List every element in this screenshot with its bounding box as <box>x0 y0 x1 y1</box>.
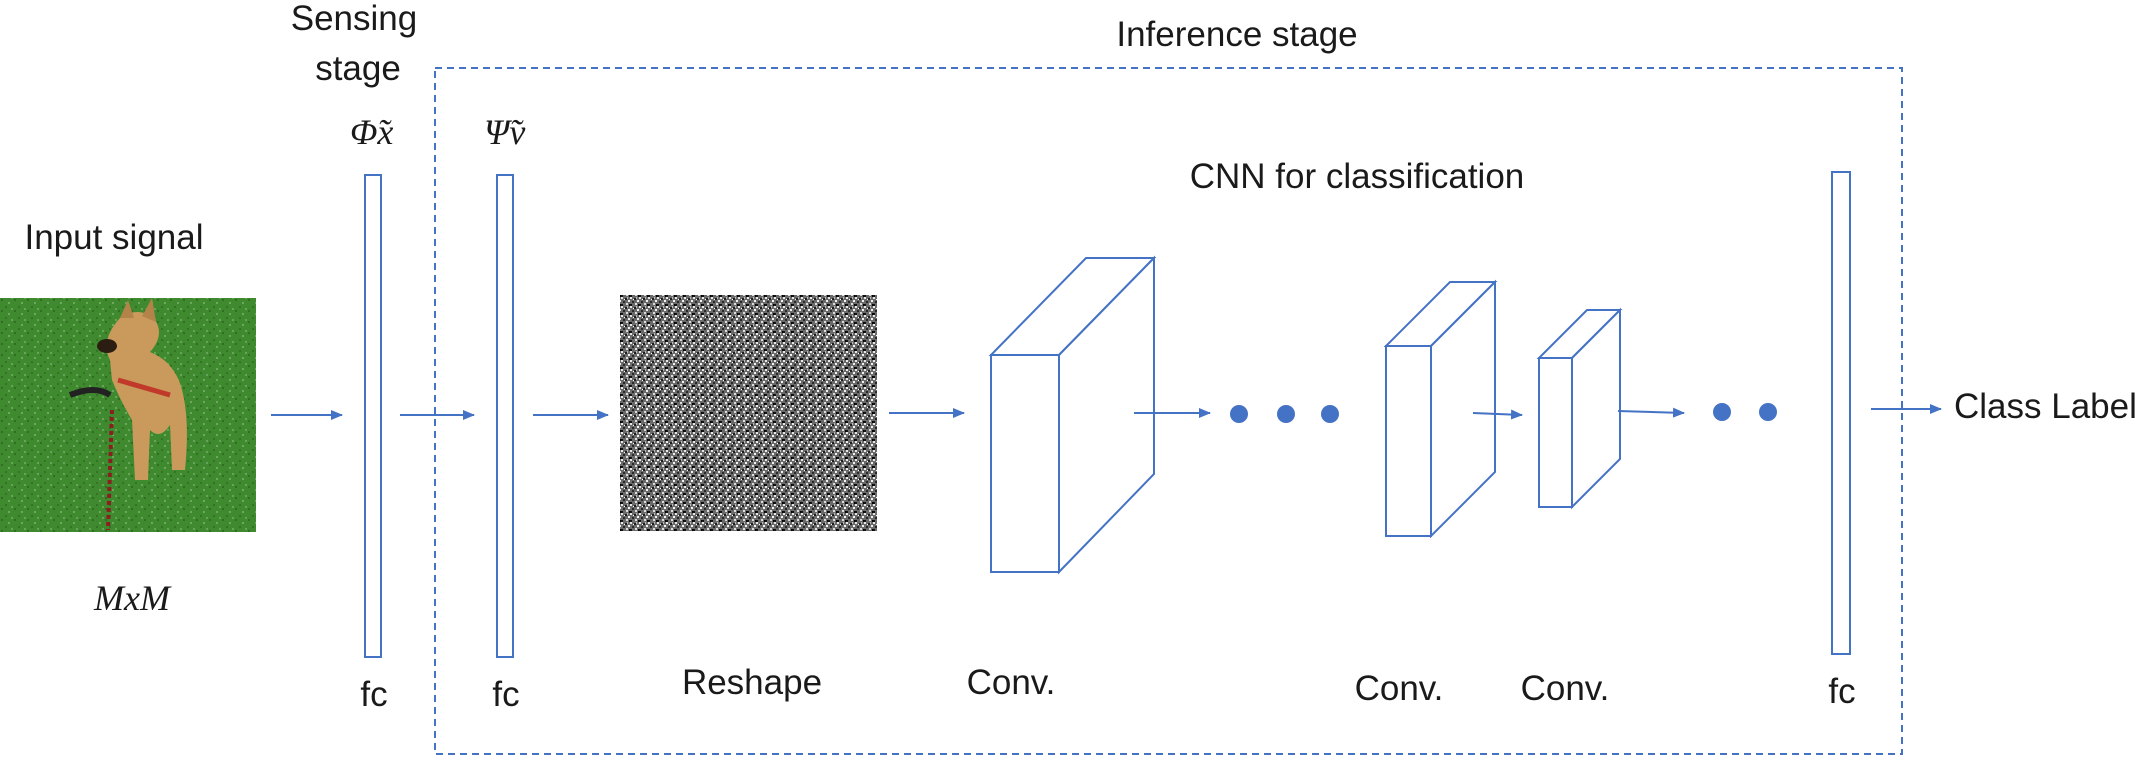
cnn-title: CNN for classification <box>1190 157 1525 196</box>
input-signal-label: Input signal <box>24 218 203 257</box>
ellipsis-dot-2 <box>1277 405 1295 423</box>
reshape-noise-image <box>620 295 877 531</box>
sensing-stage-label-line1: Sensing <box>291 0 417 38</box>
fc-label-3: fc <box>1828 672 1855 711</box>
size-expression: MxM <box>93 578 172 618</box>
inference-stage-box <box>434 67 1903 755</box>
conv-block-2 <box>1383 279 1498 539</box>
class-label: Class Label <box>1954 387 2137 426</box>
fc-layer-1 <box>364 174 382 658</box>
fc-label-2: fc <box>492 675 519 714</box>
psi-v-label: Ψ̃v <box>484 112 525 152</box>
ellipsis-dot-1 <box>1230 405 1248 423</box>
sensing-stage-label-line2: stage <box>315 49 401 88</box>
fc-layer-2 <box>496 174 514 658</box>
conv-block-1 <box>988 255 1157 575</box>
arrow-to-conv3 <box>1472 409 1523 420</box>
arrow-conv3-to-dots <box>1617 407 1685 418</box>
conv-label-1: Conv. <box>967 663 1056 702</box>
conv-label-3: Conv. <box>1521 669 1610 708</box>
fc-layer-3 <box>1831 171 1851 655</box>
dog-image <box>0 298 256 532</box>
phi-x-label: Φ̃x <box>350 112 393 152</box>
ellipsis-dot-3 <box>1321 405 1339 423</box>
reshape-label: Reshape <box>682 663 822 702</box>
ellipsis-dot-5 <box>1759 403 1777 421</box>
conv-label-2: Conv. <box>1355 669 1444 708</box>
ellipsis-dot-4 <box>1713 403 1731 421</box>
conv-block-3 <box>1536 307 1623 510</box>
inference-stage-label: Inference stage <box>1116 15 1357 54</box>
fc-label-1: fc <box>360 675 387 714</box>
